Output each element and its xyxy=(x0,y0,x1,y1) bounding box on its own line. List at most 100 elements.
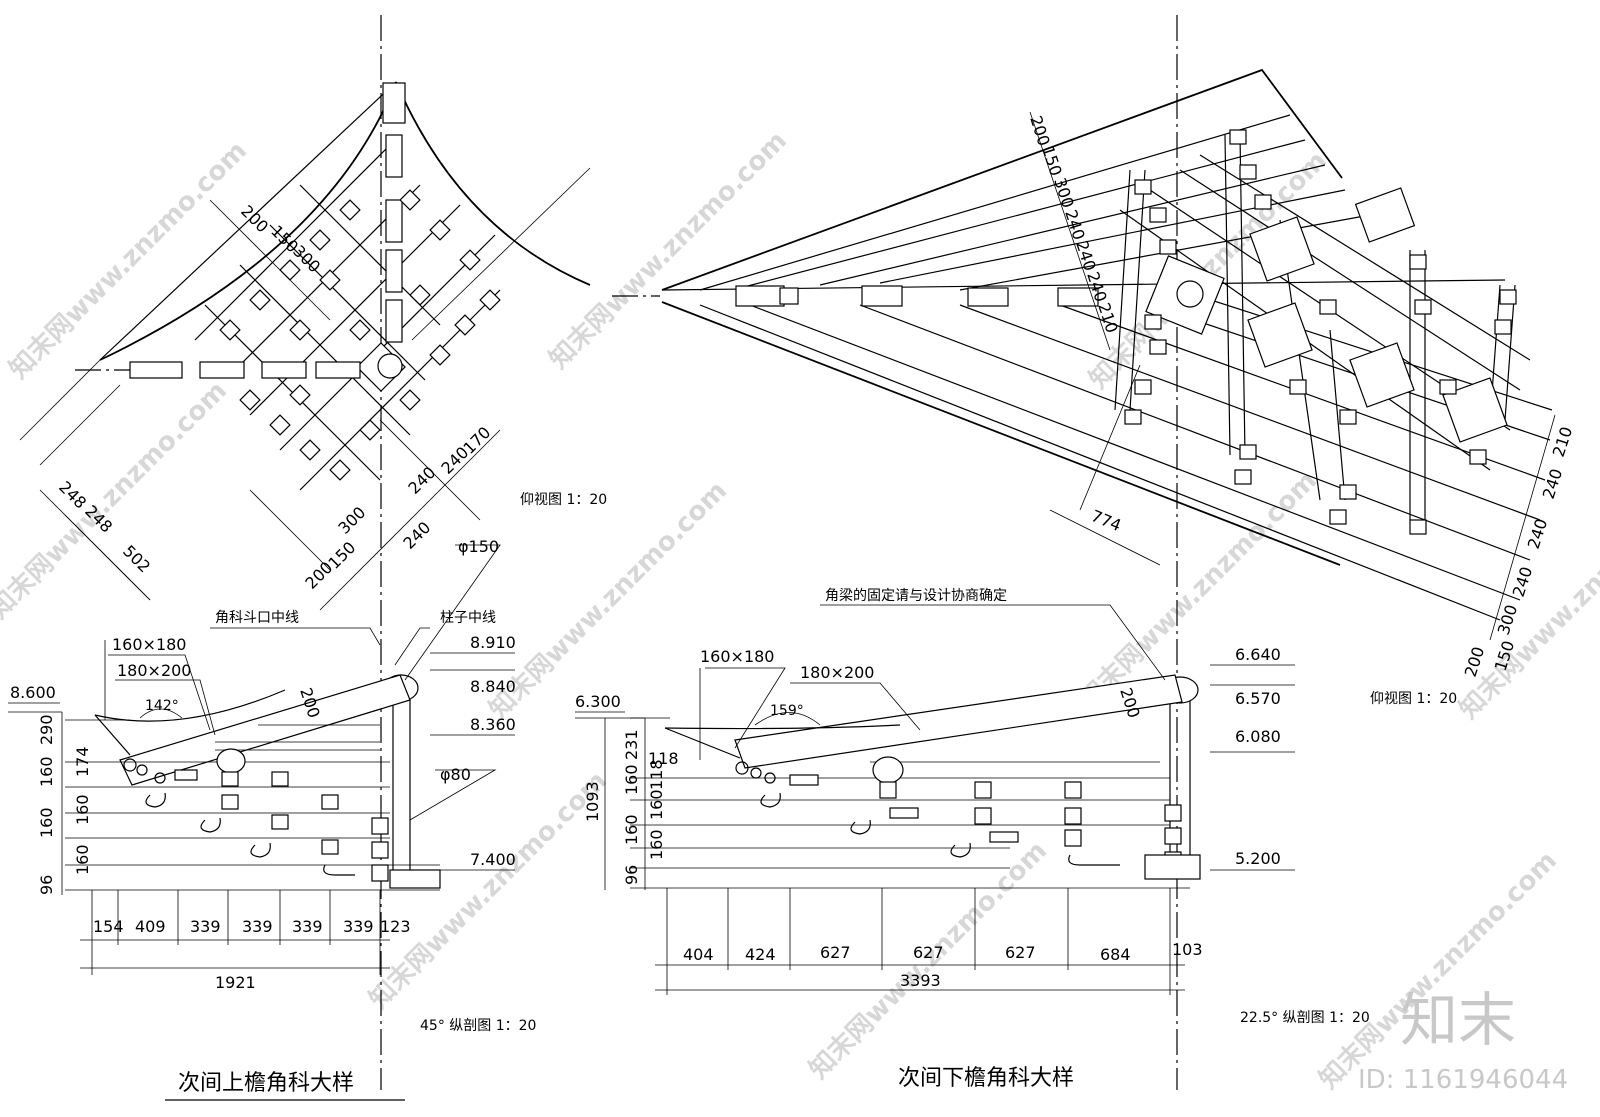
vdim-label: 160 xyxy=(37,807,56,838)
corner-beam xyxy=(734,674,1183,769)
dim-label: 240 xyxy=(1539,466,1567,501)
hdim-label: 154 xyxy=(93,917,124,936)
watermark-text: 知末网www.znzmo.com xyxy=(4,136,253,385)
hdim-label: 103 xyxy=(1172,940,1203,959)
dim-label: 240 xyxy=(1061,207,1089,242)
dim-label: 210 xyxy=(1549,424,1577,459)
scroll-ornaments xyxy=(123,758,355,876)
watermark-text: 知末网www.znzmo.com xyxy=(364,766,613,1015)
size-label: 160×180 xyxy=(112,635,186,654)
vdim-label: 174 xyxy=(73,746,92,777)
elevation-label: 6.570 xyxy=(1235,689,1281,708)
eave-curve xyxy=(99,81,397,361)
note-dougong-centerline: 角科斗口中线 xyxy=(215,610,299,626)
note-column-centerline: 柱子中线 xyxy=(440,610,496,626)
size-label: 180×200 xyxy=(117,661,191,680)
size-label: φ80 xyxy=(440,765,471,784)
elevation-label: 6.080 xyxy=(1235,727,1281,746)
hdim-label: 123 xyxy=(380,917,411,936)
dim-label: 240 xyxy=(404,463,439,498)
elevation-label: 8.600 xyxy=(10,683,56,702)
dim-label: 240 xyxy=(399,518,434,553)
column xyxy=(1176,280,1204,308)
dim-label: 150 xyxy=(1038,143,1066,178)
section-title: 次间上檐角科大样 xyxy=(178,1071,354,1096)
vdim-label: 160 xyxy=(622,764,641,795)
dim-label: 240 xyxy=(1524,516,1552,551)
vdim-label: 118 xyxy=(647,759,666,790)
watermark-text: 知末网www.znzmo.com xyxy=(484,476,733,725)
scroll-ornaments xyxy=(735,761,1120,866)
elevation-label: 5.200 xyxy=(1235,849,1281,868)
bracket-blocks xyxy=(219,189,501,481)
size-label: 160×180 xyxy=(700,647,774,666)
total-dim-label: 1921 xyxy=(215,973,256,992)
hdim-label: 627 xyxy=(1005,943,1036,962)
elevation-label: 6.300 xyxy=(575,692,621,711)
plan-caption: 仰视图 1：20 xyxy=(520,492,607,508)
dim-label: 200 xyxy=(237,201,272,236)
dim-label: 200 xyxy=(1026,113,1054,148)
vdim-label: 96 xyxy=(37,875,56,895)
section-title: 次间下檐角科大样 xyxy=(898,1066,1074,1091)
eave-curve xyxy=(395,81,591,286)
vdim-label: 160 xyxy=(647,829,666,860)
section-caption: 45° 纵剖图 1：20 xyxy=(420,1018,536,1034)
column-plate xyxy=(1354,187,1416,243)
elevation-label: 8.910 xyxy=(470,633,516,652)
watermark-text: 知末网www.znzmo.com xyxy=(0,376,233,625)
section-caption: 22.5° 纵剖图 1：20 xyxy=(1240,1010,1370,1026)
angle-label: 142° xyxy=(145,698,179,714)
rafters xyxy=(699,114,1553,621)
hdim-label: 339 xyxy=(292,917,323,936)
bracket-lattice xyxy=(194,144,501,491)
vdim-label: 160 xyxy=(73,794,92,825)
size-label: φ150 xyxy=(458,537,499,556)
dim-label: 300 xyxy=(1494,602,1522,637)
vdim-label: 160 xyxy=(73,844,92,875)
vdim-label: 96 xyxy=(622,865,641,885)
vdim-label: 118 xyxy=(648,749,679,768)
brand-id: ID: 1161946044 xyxy=(1358,1065,1568,1095)
hdim-label: 409 xyxy=(135,917,166,936)
vdim-label: 290 xyxy=(37,714,56,745)
brand-logo-text: 知末 xyxy=(1400,986,1516,1054)
section-left: 160×180 180×200 φ150 φ80 142° 200 角科斗口中线… xyxy=(8,537,536,1101)
size-label: 180×200 xyxy=(800,663,874,682)
watermark-text: 知末网www.znzmo.com xyxy=(1314,846,1563,1095)
section-right: 160×180 180×200 159° 200 角梁的固定请与设计协商确定 6… xyxy=(575,588,1370,1091)
brand-logo: 知末 ID: 1161946044 xyxy=(1358,986,1568,1095)
elevation-marks xyxy=(8,652,515,871)
elevation-marks xyxy=(575,664,1295,871)
vdim-label: 160 xyxy=(622,814,641,845)
dim-label: 240 xyxy=(1072,238,1100,273)
hdim-label: 424 xyxy=(745,945,776,964)
plan-caption: 仰视图 1：20 xyxy=(1370,691,1457,707)
hdim-label: 404 xyxy=(683,945,714,964)
vdim-label: 160 xyxy=(37,756,56,787)
plan-left: 200 150 300 170 240 240 300 150 200 240 … xyxy=(19,15,607,1090)
vdim-label: 231 xyxy=(622,729,641,760)
column xyxy=(377,353,403,379)
angle-label: 159° xyxy=(770,703,804,719)
elevation-label: 6.640 xyxy=(1235,645,1281,664)
hdim-label: 339 xyxy=(190,917,221,936)
dim-label: 774 xyxy=(1089,506,1124,535)
hdim-label: 339 xyxy=(242,917,273,936)
elevation-label: 8.840 xyxy=(470,677,516,696)
watermark-text: 知末网www.znzmo.com xyxy=(1074,466,1323,715)
elevation-label: 7.400 xyxy=(470,850,516,869)
eave-outline xyxy=(661,68,1343,291)
vdim-label: 160 xyxy=(647,789,666,820)
small-blocks xyxy=(1124,129,1517,535)
hdim-label: 684 xyxy=(1100,945,1131,964)
total-dim-label: 3393 xyxy=(900,971,941,990)
cross-members xyxy=(1114,134,1516,520)
note-beam-fixing: 角梁的固定请与设计协商确定 xyxy=(825,588,1007,604)
vdim-total-label: 1093 xyxy=(583,781,602,822)
elevation-label: 8.360 xyxy=(470,715,516,734)
hdim-label: 339 xyxy=(343,917,374,936)
dim-label: 210 xyxy=(1094,300,1122,335)
dim-label: 502 xyxy=(119,541,154,576)
